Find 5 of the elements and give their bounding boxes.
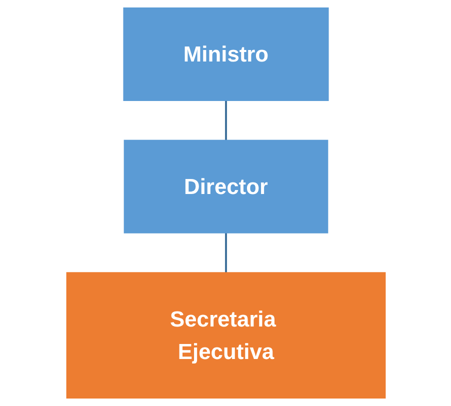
connector — [224, 232, 226, 274]
connector — [224, 100, 226, 142]
node-box: Secretaria Ejecutiva — [66, 272, 386, 399]
node-box: Ministro — [122, 7, 328, 101]
node-box: Director — [123, 140, 328, 234]
